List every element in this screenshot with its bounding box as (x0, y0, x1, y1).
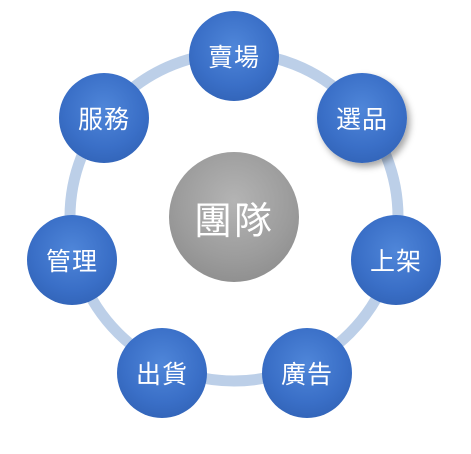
node-label: 服務 (77, 105, 130, 134)
center-node-label: 團隊 (193, 198, 274, 243)
node-service: 服務 (59, 73, 149, 163)
node-listing: 上架 (351, 215, 441, 305)
node-advertising: 廣告 (262, 328, 352, 418)
node-label: 出貨 (135, 360, 188, 389)
node-label: 賣場 (207, 43, 260, 72)
node-label: 廣告 (280, 360, 333, 389)
center-node-team: 團隊 (169, 152, 299, 282)
node-selection: 選品 (317, 73, 407, 163)
node-shipping: 出貨 (117, 328, 207, 418)
node-label: 選品 (335, 105, 388, 134)
node-sales-floor: 賣場 (189, 11, 279, 101)
node-label: 管理 (45, 247, 98, 276)
node-label: 上架 (369, 247, 422, 276)
node-management: 管理 (27, 215, 117, 305)
